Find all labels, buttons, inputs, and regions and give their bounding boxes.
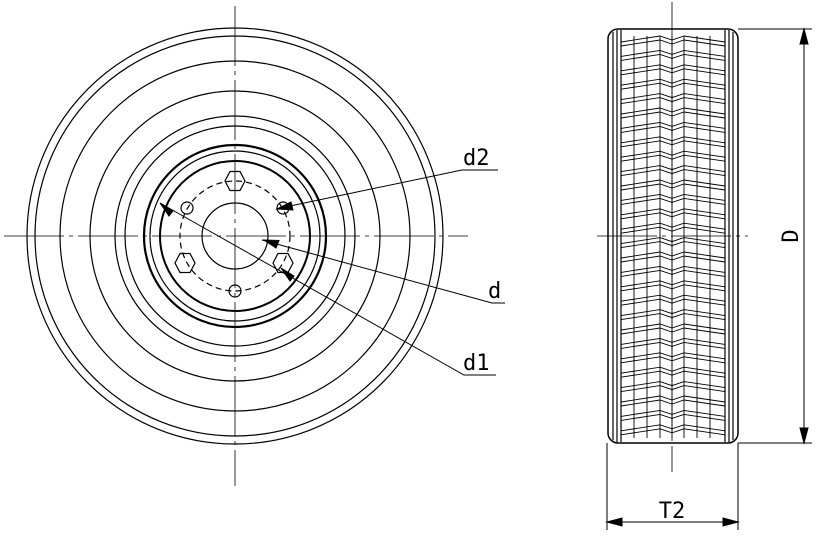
tread-chevron-inner bbox=[620, 53, 726, 61]
tread-chevron-inner bbox=[620, 97, 726, 105]
tread-chevron-inner bbox=[620, 125, 726, 133]
tread-chevron bbox=[620, 294, 726, 302]
tread-chevron bbox=[620, 136, 726, 144]
D-label: D bbox=[779, 229, 804, 242]
d1-arrowhead-bottom bbox=[280, 267, 295, 282]
front-view: d2 d d1 bbox=[4, 6, 505, 486]
hub-face bbox=[159, 160, 311, 312]
D-dimension bbox=[738, 27, 812, 445]
d-arrowhead bbox=[262, 239, 280, 249]
bolts bbox=[174, 170, 294, 298]
tread-chevron bbox=[620, 78, 726, 86]
tread-chevron bbox=[620, 150, 726, 158]
tread-chevron bbox=[620, 251, 726, 259]
tread-chevron bbox=[620, 121, 726, 129]
D-arrow-top bbox=[799, 27, 809, 45]
tread-chevron bbox=[620, 424, 726, 432]
tread-chevron-inner bbox=[620, 356, 726, 364]
d1-label: d1 bbox=[463, 351, 490, 376]
tread-chevron-inner bbox=[620, 313, 726, 321]
tread-chevron bbox=[620, 64, 726, 72]
tread-chevron bbox=[620, 49, 726, 57]
tread-chevron bbox=[620, 193, 726, 201]
tread-chevron bbox=[620, 208, 726, 216]
tread-chevron bbox=[620, 222, 726, 230]
tire-ring-4 bbox=[89, 90, 381, 382]
tread-chevron-inner bbox=[620, 399, 726, 407]
tread-chevron bbox=[620, 165, 726, 173]
tread-chevron-inner bbox=[620, 284, 726, 292]
bolt-hex-top bbox=[224, 170, 246, 192]
tread-chevron bbox=[620, 35, 726, 43]
tread-chevron-inner bbox=[620, 226, 726, 234]
T2-label: T2 bbox=[659, 499, 686, 524]
tread-chevron bbox=[620, 237, 726, 245]
tread-chevron-inner bbox=[620, 327, 726, 335]
center-bore bbox=[201, 202, 269, 270]
bolt-hex-left bbox=[174, 252, 196, 274]
tread-chevron bbox=[620, 179, 726, 187]
D-arrow-bottom bbox=[799, 427, 809, 445]
tread-chevron-inner bbox=[620, 169, 726, 177]
tread-chevron bbox=[620, 381, 726, 389]
T2-arrow-left bbox=[605, 517, 623, 527]
tread-chevron-inner bbox=[620, 385, 726, 393]
rim-flange bbox=[142, 143, 328, 329]
tread-chevron bbox=[620, 352, 726, 360]
d2-arrowhead bbox=[275, 201, 294, 211]
tread-chevron bbox=[620, 309, 726, 317]
tire-ring-2 bbox=[34, 35, 436, 437]
tread-chevron-inner bbox=[620, 370, 726, 378]
d1-leader bbox=[159, 202, 496, 376]
tread-chevron-inner bbox=[620, 39, 726, 47]
d2-leader bbox=[289, 169, 498, 207]
tread-chevron-inner bbox=[620, 241, 726, 249]
bolt-hole-bottom bbox=[228, 284, 242, 298]
tread-chevron-inner bbox=[620, 154, 726, 162]
rim-inner-ring bbox=[149, 150, 321, 322]
tread-chevron-inner bbox=[620, 68, 726, 76]
tread-chevron bbox=[620, 366, 726, 374]
tire-ring-3 bbox=[59, 60, 411, 412]
rim bbox=[142, 143, 328, 329]
bolt-circle bbox=[179, 180, 291, 292]
tread-chevron-inner bbox=[620, 183, 726, 191]
side-view: D T2 bbox=[597, 2, 812, 530]
tread-chevron-inner bbox=[620, 212, 726, 220]
tire-rings bbox=[26, 27, 444, 445]
rim-outer-ring bbox=[124, 125, 346, 347]
d2-label: d2 bbox=[463, 146, 490, 171]
tread-chevron bbox=[620, 265, 726, 273]
tread-chevron-inner bbox=[620, 341, 726, 349]
d1-arrowhead-top bbox=[159, 202, 174, 217]
tread-chevron-inner bbox=[620, 82, 726, 90]
tread-chevron bbox=[620, 93, 726, 101]
tread-chevron-inner bbox=[620, 413, 726, 421]
tread-chevron bbox=[620, 323, 726, 331]
tread-chevron-inner bbox=[620, 298, 726, 306]
tread-chevron-inner bbox=[620, 140, 726, 148]
d-label: d bbox=[488, 279, 501, 304]
tread-chevron-inner bbox=[620, 111, 726, 119]
tread-chevron-inner bbox=[620, 269, 726, 277]
tread-chevron bbox=[620, 107, 726, 115]
tire-outer-ring bbox=[26, 27, 444, 445]
tire-ring-5 bbox=[114, 115, 356, 357]
tread-pattern bbox=[620, 35, 726, 438]
tread-chevron-inner bbox=[620, 197, 726, 205]
tread-chevron bbox=[620, 395, 726, 403]
bolt-hole-left bbox=[180, 201, 194, 215]
tread-chevron-inner bbox=[620, 255, 726, 263]
d-leader bbox=[261, 239, 505, 304]
tread-chevron bbox=[620, 337, 726, 345]
tread-chevron bbox=[620, 280, 726, 288]
T2-dimension bbox=[605, 443, 740, 530]
tread-chevron-inner bbox=[620, 428, 726, 436]
front-dimensions bbox=[159, 169, 505, 376]
T2-arrow-right bbox=[722, 517, 740, 527]
tread-chevron bbox=[620, 409, 726, 417]
